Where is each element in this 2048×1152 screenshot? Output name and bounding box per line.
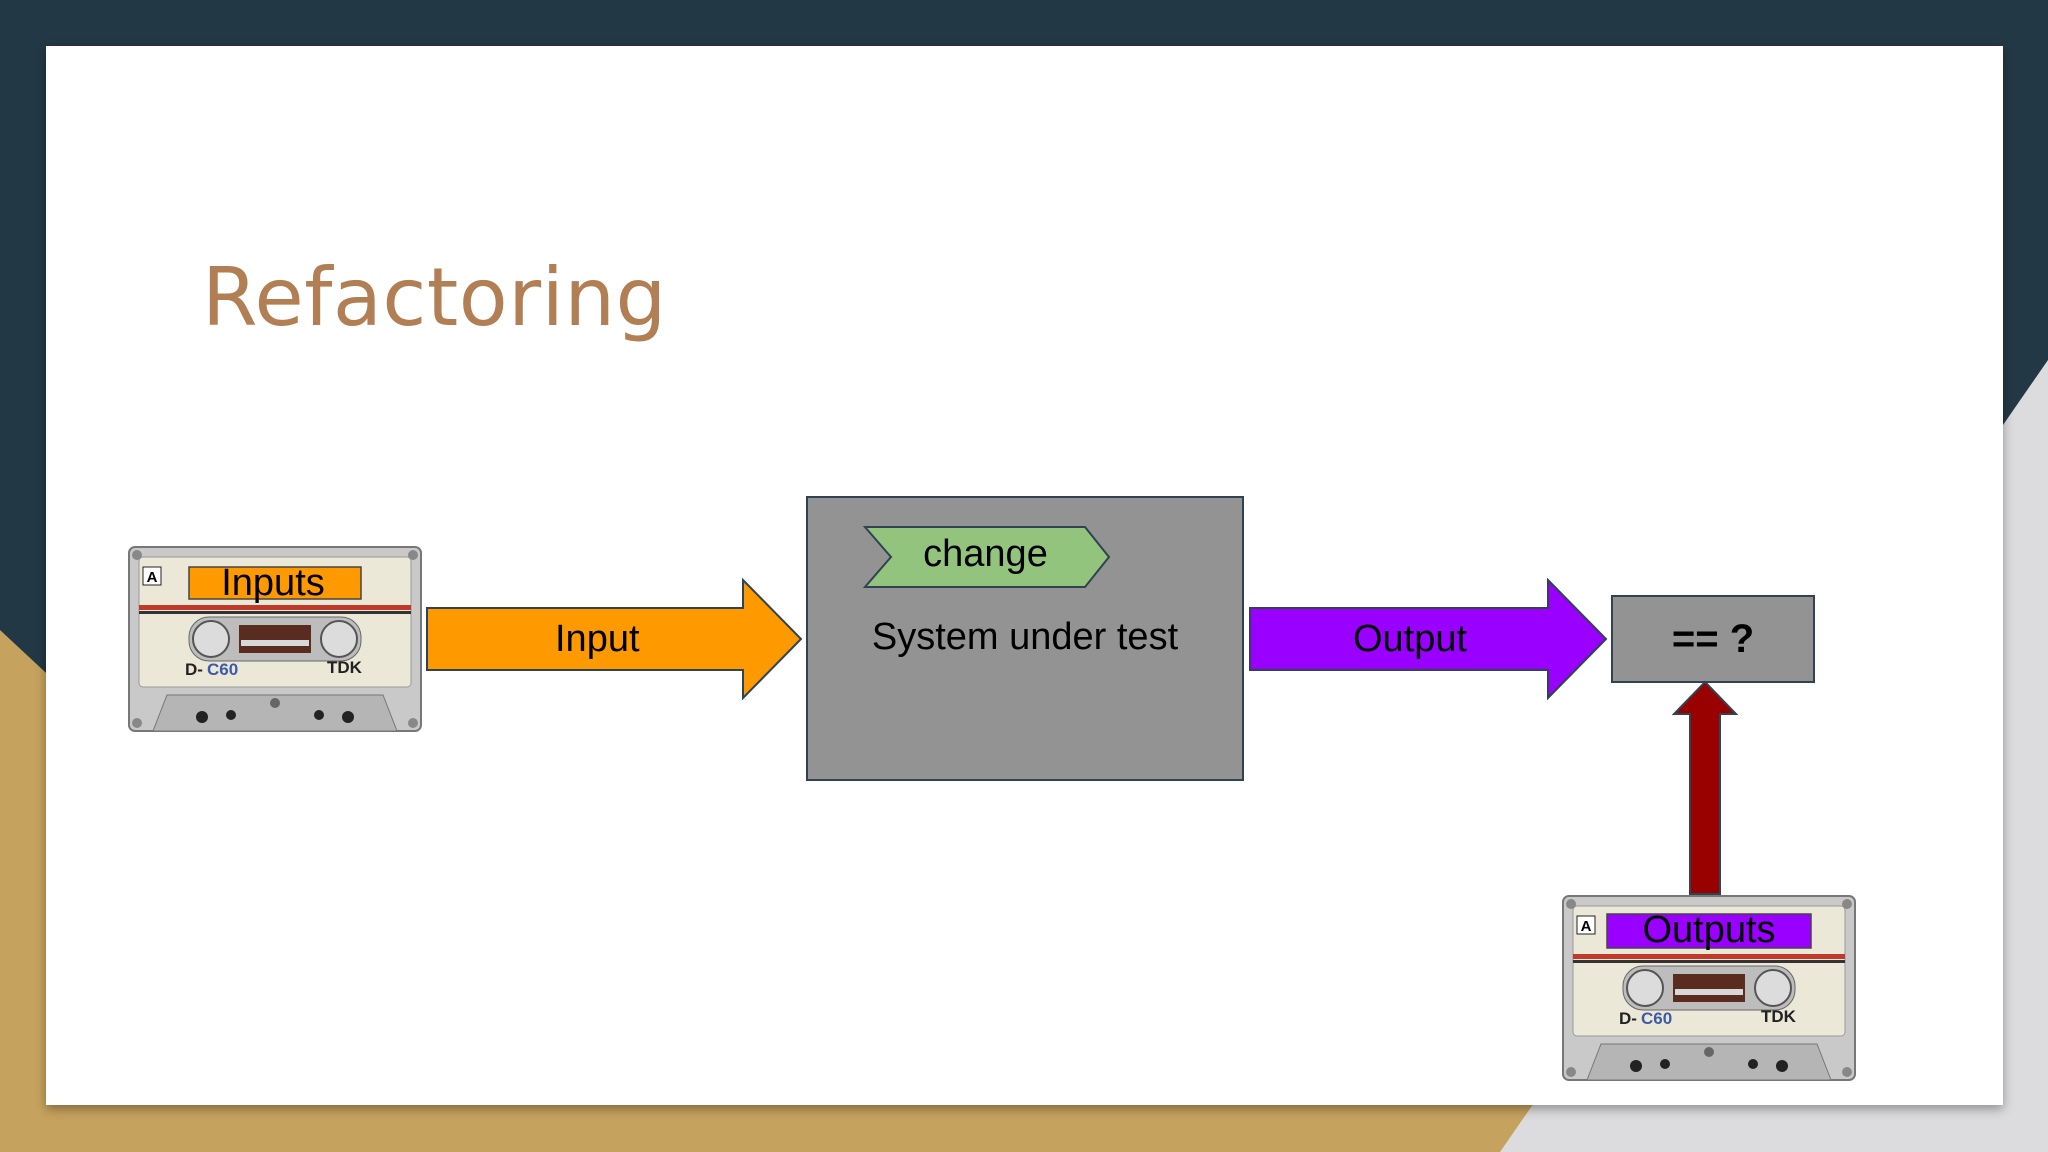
comparison-box: == ?: [1611, 595, 1815, 683]
input-cassette-label: Inputs: [221, 562, 325, 604]
output-cassette-label: Outputs: [1642, 909, 1776, 951]
change-tag-label: change: [923, 533, 1048, 575]
cassette-brand: TDK: [327, 658, 363, 677]
cassette-model: C60: [1641, 1009, 1672, 1028]
cassette-model: C60: [207, 660, 238, 679]
cassette-side-label: A: [1581, 918, 1592, 935]
system-under-test-label: System under test: [871, 616, 1179, 658]
cassette-brand: TDK: [1761, 1007, 1797, 1026]
system-under-test-box: change System under test: [806, 496, 1244, 781]
change-tag: change: [863, 525, 1111, 589]
input-arrow: Input: [425, 578, 805, 700]
expected-output-arrow: [1672, 680, 1738, 896]
input-cassette-image: A D- C60 TDK Inputs: [127, 545, 423, 733]
cassette-model-prefix: D-: [1619, 1009, 1637, 1028]
output-arrow-label: Output: [1353, 618, 1468, 660]
output-cassette-image: A D- C60 TDK Outputs: [1561, 894, 1857, 1082]
cassette-side-label: A: [147, 569, 158, 586]
output-arrow: Output: [1248, 578, 1610, 700]
cassette-model-prefix: D-: [185, 660, 203, 679]
slide-title: Refactoring: [202, 251, 667, 344]
input-arrow-label: Input: [555, 618, 640, 660]
